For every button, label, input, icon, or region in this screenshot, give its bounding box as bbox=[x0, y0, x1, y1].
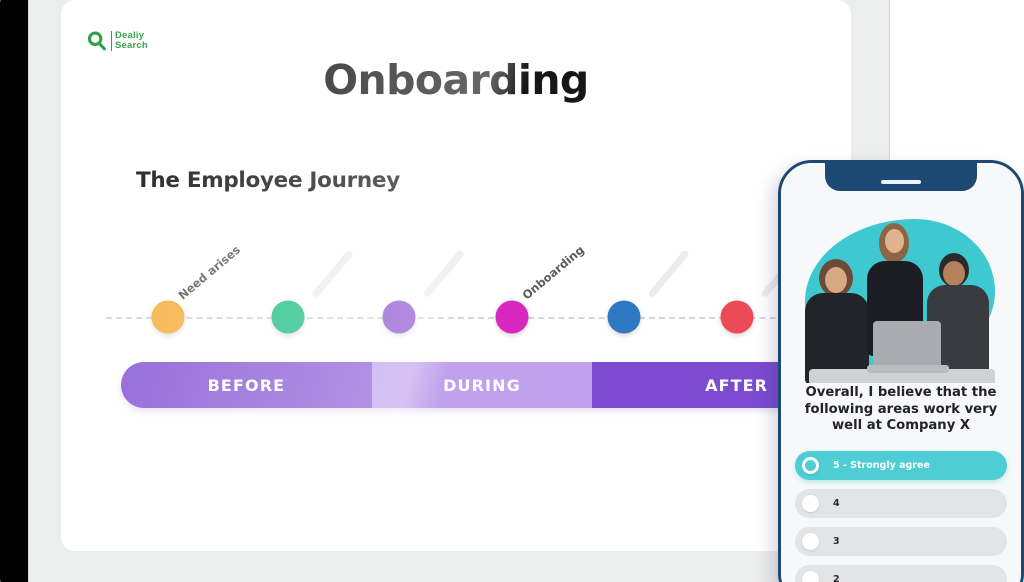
timeline-tick bbox=[422, 249, 465, 299]
phone-notch bbox=[825, 163, 977, 191]
survey-option-label: 3 bbox=[833, 536, 840, 547]
timeline-milestone-dot[interactable] bbox=[607, 300, 641, 334]
phase-segment[interactable]: BEFORE bbox=[121, 362, 372, 408]
survey-question: Overall, I believe that the following ar… bbox=[804, 385, 998, 433]
survey-options-list: 5 - Strongly agree 4 3 2 bbox=[795, 451, 1007, 582]
laptop-base bbox=[867, 365, 949, 373]
brand-name-line1: Dealiy bbox=[115, 30, 145, 41]
tablet-device: Dealiy Search Onboarding The Employee Jo… bbox=[0, 0, 890, 582]
timeline-label: Onboarding bbox=[519, 242, 587, 303]
desk bbox=[809, 369, 995, 383]
timeline-milestone-dot[interactable] bbox=[382, 300, 416, 334]
survey-option[interactable]: 3 bbox=[795, 527, 1007, 556]
survey-hero-image bbox=[781, 181, 1021, 383]
survey-option-label: 5 - Strongly agree bbox=[833, 460, 930, 471]
radio-icon[interactable] bbox=[802, 495, 819, 512]
employee-journey-timeline: Need arises Onboarding bbox=[61, 224, 851, 344]
page-title: Onboarding bbox=[323, 56, 589, 104]
phone-speaker bbox=[881, 180, 921, 184]
magnifier-icon bbox=[87, 31, 106, 51]
timeline-axis bbox=[106, 317, 851, 319]
timeline-label: Need arises bbox=[175, 242, 243, 303]
tablet-screen: Dealiy Search Onboarding The Employee Jo… bbox=[61, 0, 851, 551]
timeline-tick bbox=[311, 249, 354, 299]
timeline-tick bbox=[647, 249, 690, 299]
laptop-screen bbox=[873, 321, 941, 367]
tablet-frame: Dealiy Search Onboarding The Employee Jo… bbox=[28, 0, 890, 582]
brand-name-line2: Search bbox=[115, 40, 148, 51]
survey-option[interactable]: 2 bbox=[795, 565, 1007, 582]
phase-segment[interactable]: DURING bbox=[371, 362, 593, 408]
brand-name: Dealiy Search bbox=[111, 31, 148, 51]
timeline-milestone-dot[interactable] bbox=[271, 300, 305, 334]
timeline-milestone-dot[interactable] bbox=[151, 300, 185, 334]
section-title: The Employee Journey bbox=[136, 168, 400, 193]
phone-device: Overall, I believe that the following ar… bbox=[778, 160, 1024, 582]
phone-screen: Overall, I believe that the following ar… bbox=[781, 163, 1021, 582]
survey-option-label: 4 bbox=[833, 498, 840, 509]
survey-option-label: 2 bbox=[833, 574, 840, 582]
brand-logo[interactable]: Dealiy Search bbox=[86, 30, 148, 52]
survey-option[interactable]: 4 bbox=[795, 489, 1007, 518]
timeline-milestone-dot[interactable] bbox=[720, 300, 754, 334]
radio-icon[interactable] bbox=[802, 533, 819, 550]
survey-option[interactable]: 5 - Strongly agree bbox=[795, 451, 1007, 480]
timeline-milestone-dot[interactable] bbox=[495, 300, 529, 334]
radio-icon[interactable] bbox=[802, 457, 819, 474]
radio-icon[interactable] bbox=[802, 571, 819, 582]
